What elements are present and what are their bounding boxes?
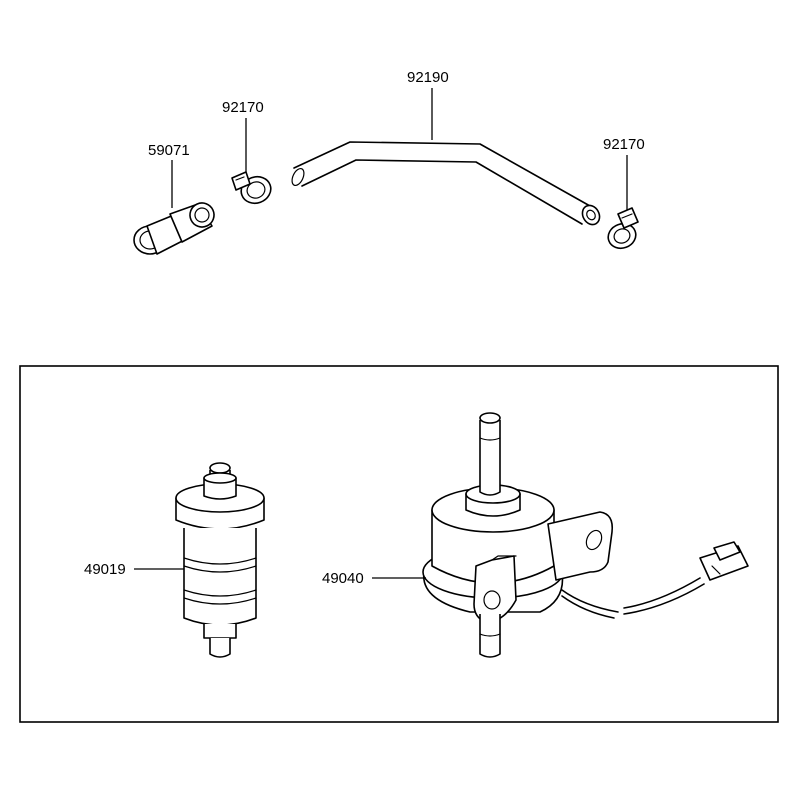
- label-59071: 59071: [148, 142, 190, 159]
- fuel-pump-drawing: [422, 412, 749, 658]
- label-49040: 49040: [322, 570, 364, 587]
- label-92170-right: 92170: [603, 136, 645, 153]
- hose-joint-drawing: [133, 202, 215, 255]
- label-49019: 49019: [84, 561, 126, 578]
- label-92190: 92190: [407, 69, 449, 86]
- label-92170-left: 92170: [222, 99, 264, 116]
- assembly-frame: [19, 365, 779, 723]
- clamp-left-drawing: [231, 171, 272, 205]
- fuel-hose-drawing: [291, 141, 601, 226]
- clamp-right-drawing: [607, 207, 639, 250]
- fuel-filter-drawing: [175, 462, 265, 658]
